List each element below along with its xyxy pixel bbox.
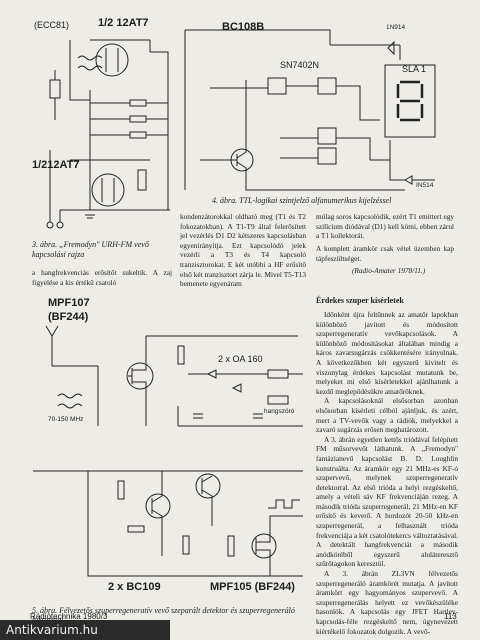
tube2-label: 1/212AT7	[32, 159, 80, 171]
tube1-label: (ECC81)	[34, 20, 70, 30]
figure-superregen: MPF107 (BF244) 2 x OA 160 70-150 MHz han…	[28, 296, 310, 606]
figure-fremodyn: (ECC81) 1/2 12AT7 1/212AT7	[30, 10, 180, 245]
fet1b-label: (BF244)	[48, 311, 89, 323]
text-mid-col: kondenzátorokkal oldható meg (T1 és T2 f…	[180, 212, 306, 289]
ttl-caption: 4. ábra. TTL-logikai szintjelző alfanume…	[212, 196, 392, 205]
source-note: (Radio-Amater 1978/11.)	[352, 266, 426, 275]
superregen-schematic	[33, 325, 303, 577]
tube1b-label: 1/2 12AT7	[98, 17, 149, 29]
trans-label: 2 x BC109	[108, 581, 161, 593]
speaker-label: hangszóró	[264, 408, 295, 415]
display-label: IN514	[416, 182, 434, 189]
figure-ttl: BC108B SN7402N SLA 1 1N914 IN514	[180, 20, 450, 200]
article-heading: Érdekes szuper kísérletek	[316, 296, 404, 305]
text-right-col-2: A komplett áramkör csak vétel üzemben ka…	[316, 244, 454, 263]
body-paragraph: Időnként újra feltűnnek az amatőr lapokb…	[316, 310, 458, 396]
fet2-label: MPF105 (BF244)	[210, 581, 295, 593]
led-label: SLA 1	[402, 64, 427, 74]
watermark: Antikvarium.hu	[0, 620, 170, 640]
page-number: 113	[444, 612, 457, 621]
fremodyn-schematic	[46, 39, 170, 229]
diode-label: 1N914	[386, 24, 406, 31]
footer-journal: Rádiótechnika 1980/3	[30, 612, 108, 621]
superregen-caption: 5. ábra. Félvezetős szuperregeneratív ve…	[32, 606, 295, 624]
body-paragraph: A kapcsolásoknál elsősorban azonban első…	[316, 396, 458, 435]
input-label: 70-150 MHz	[48, 416, 84, 423]
transistor-label: BC108B	[222, 21, 265, 33]
gate-label: SN7402N	[280, 60, 320, 70]
diode-label: 2 x OA 160	[218, 354, 263, 364]
fet1-label: MPF107	[48, 297, 90, 309]
fremodyn-caption: 3. ábra. „Fremodyn" URH-FM vevő kapcsolá…	[32, 240, 149, 259]
text-right-col: múlag soros kapcsolódik, ezért T1 emitte…	[316, 212, 454, 241]
ttl-schematic	[184, 29, 436, 191]
article-body: Időnként újra feltűnnek az amatőr lapokb…	[316, 310, 458, 636]
body-paragraph: A 3. ábrán ZL3VN félvezetős szuperregene…	[316, 569, 458, 636]
body-paragraph: A 3. ábrán egyetlen kettős triódával fel…	[316, 434, 459, 569]
text-left-col: a hangfrekvenciás erősítőt sukeltik. A z…	[32, 268, 172, 287]
